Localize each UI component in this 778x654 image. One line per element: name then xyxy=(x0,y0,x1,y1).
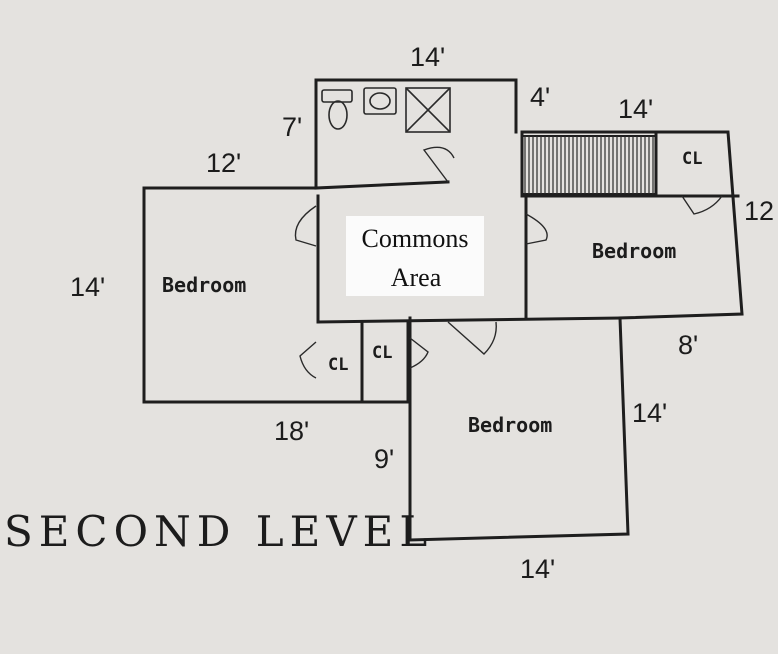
closet-door-top-right xyxy=(681,195,723,215)
commons-bottom-wall xyxy=(316,316,622,324)
sink-icon xyxy=(363,87,397,115)
dim-bottom-width: 14' xyxy=(520,554,555,584)
bath-bottom-wall xyxy=(314,180,450,190)
bathroom-walls xyxy=(314,78,518,190)
dim-left-height: 14' xyxy=(70,272,105,302)
bedroom-bottom-label: Bedroom xyxy=(468,413,552,437)
dim-left-bottom: 18' xyxy=(274,416,309,446)
dim-right-height: 12 xyxy=(744,196,774,226)
dim-bottom-right-offset: 8' xyxy=(678,330,698,360)
closet-label-center-left: CL xyxy=(328,355,348,375)
commons-area-label: Commons xyxy=(362,224,469,253)
commons-label-bg xyxy=(346,216,484,296)
dim-stair-offset: 4' xyxy=(530,82,550,112)
dim-right-top: 14' xyxy=(618,94,653,124)
closet-door-left xyxy=(299,341,317,379)
dim-top-width: 14' xyxy=(410,42,445,72)
walls xyxy=(142,78,744,542)
right-bedroom-walls xyxy=(520,130,744,320)
closet-label-center-right: CL xyxy=(372,343,392,363)
shower-icon xyxy=(405,87,451,133)
bath-door xyxy=(422,146,455,183)
toilet-icon xyxy=(321,89,353,130)
closet-label-top-right: CL xyxy=(682,149,702,169)
bottom-bedroom-door xyxy=(447,321,497,355)
level-title: SECOND LEVEL xyxy=(4,507,433,556)
bedroom-right-label: Bedroom xyxy=(592,239,676,263)
bathroom-fixtures xyxy=(321,87,451,133)
right-bedroom-door xyxy=(525,213,548,245)
dim-bottom-left-height: 9' xyxy=(374,444,394,474)
commons-left-wall-top xyxy=(142,186,412,404)
bottom-bedroom-walls xyxy=(408,316,630,542)
left-bedroom-door xyxy=(294,205,317,247)
closet-door-right xyxy=(409,337,429,369)
dim-bottom-height: 14' xyxy=(632,398,667,428)
dim-left-top: 12' xyxy=(206,148,241,178)
door-swings xyxy=(294,146,723,379)
dim-bath-height: 7' xyxy=(282,112,302,142)
stairs xyxy=(521,135,657,195)
commons-area-label-2: Area xyxy=(391,263,442,292)
bedroom-left-label: Bedroom xyxy=(162,273,246,297)
